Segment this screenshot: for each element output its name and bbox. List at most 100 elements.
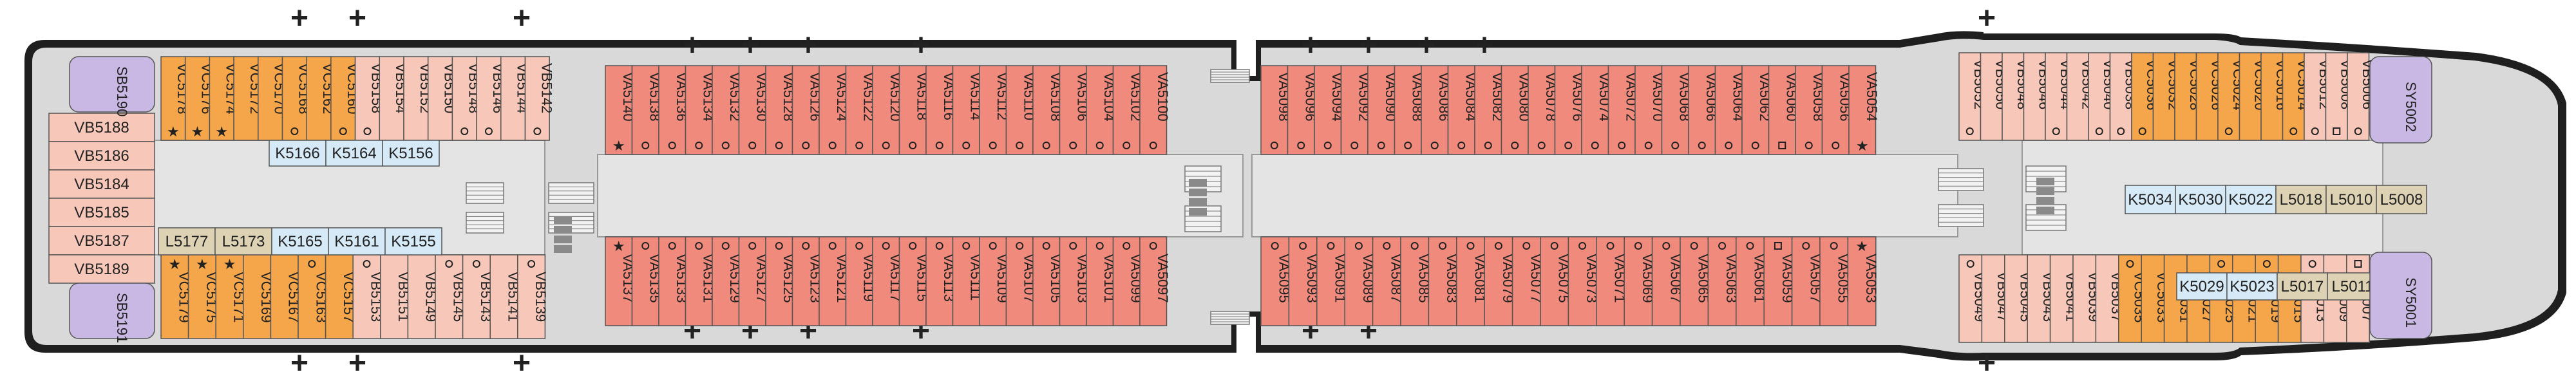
cabin[interactable]: VA5082 bbox=[1474, 65, 1506, 155]
cabin-box[interactable] bbox=[48, 141, 155, 171]
cabin[interactable]: VA5098 bbox=[1260, 65, 1292, 155]
cabin-box[interactable] bbox=[1086, 65, 1114, 155]
cabin[interactable]: VB5186 bbox=[48, 141, 155, 171]
cabin-box[interactable] bbox=[427, 56, 453, 141]
cabin-box[interactable] bbox=[845, 65, 873, 155]
cabin[interactable]: VB5040 bbox=[2088, 52, 2117, 141]
cabin-box[interactable] bbox=[605, 65, 633, 155]
cabin[interactable]: VA5075 bbox=[1540, 236, 1572, 326]
suite[interactable]: SY5001 bbox=[2369, 252, 2432, 339]
cabin[interactable]: VA5115 bbox=[898, 236, 931, 326]
cabin-box[interactable] bbox=[2049, 254, 2074, 343]
cabin-box[interactable] bbox=[2004, 254, 2028, 343]
cabin-box[interactable] bbox=[1260, 236, 1290, 326]
cabin-box[interactable] bbox=[1428, 236, 1457, 326]
cabin-box[interactable] bbox=[2027, 254, 2051, 343]
cabin[interactable]: VA5113 bbox=[925, 236, 957, 326]
cabin[interactable]: VA5134 bbox=[685, 65, 717, 155]
cabin-box[interactable] bbox=[524, 56, 550, 141]
cabin[interactable]: K5156 bbox=[382, 140, 440, 167]
cabin-box[interactable] bbox=[380, 254, 409, 339]
cabin[interactable]: VA5076 bbox=[1554, 65, 1586, 155]
cabin[interactable]: VC5024 bbox=[2217, 52, 2246, 141]
cabin-box[interactable] bbox=[1511, 236, 1541, 326]
cabin[interactable]: VA5117 bbox=[872, 236, 904, 326]
cabin[interactable]: VA5129 bbox=[712, 236, 743, 326]
cabin-box[interactable] bbox=[209, 56, 234, 141]
cabin[interactable]: VA5069 bbox=[1624, 236, 1656, 326]
cabin-box[interactable] bbox=[1791, 236, 1821, 326]
cabin-box[interactable] bbox=[184, 56, 211, 141]
cabin-box[interactable] bbox=[1484, 236, 1513, 326]
cabin[interactable]: VA5108 bbox=[1032, 65, 1064, 155]
cabin-box[interactable] bbox=[2045, 52, 2068, 141]
cabin-box[interactable] bbox=[685, 65, 713, 155]
cabin-box[interactable] bbox=[631, 236, 659, 326]
cabin[interactable]: VA5080 bbox=[1501, 65, 1533, 155]
cabin-box[interactable] bbox=[738, 236, 766, 326]
cabin[interactable]: VA5066 bbox=[1688, 65, 1719, 155]
cabin-box[interactable] bbox=[48, 226, 155, 255]
cabin-box[interactable] bbox=[2225, 185, 2277, 214]
cabin[interactable]: K5155 bbox=[384, 227, 442, 255]
cabin-box[interactable] bbox=[952, 236, 980, 326]
cabin-box[interactable] bbox=[187, 254, 216, 339]
cabin[interactable]: VA5136 bbox=[658, 65, 690, 155]
cabin-box[interactable] bbox=[952, 65, 980, 155]
cabin[interactable]: VA5130 bbox=[738, 65, 770, 155]
cabin-box[interactable] bbox=[2023, 52, 2046, 141]
cabin[interactable]: VA5140★ bbox=[605, 65, 636, 155]
cabin-box[interactable] bbox=[1372, 236, 1401, 326]
cabin[interactable]: L5173 bbox=[214, 227, 272, 255]
cabin[interactable]: L5008 bbox=[2376, 185, 2427, 214]
cabin-box[interactable] bbox=[1288, 236, 1318, 326]
cabin[interactable]: VA5116 bbox=[925, 65, 957, 155]
cabin-box[interactable] bbox=[1421, 65, 1449, 155]
cabin[interactable]: VA5101 bbox=[1086, 236, 1117, 326]
cabin-box[interactable] bbox=[403, 56, 429, 141]
cabin-box[interactable] bbox=[2217, 52, 2240, 141]
cabin-box[interactable] bbox=[1501, 65, 1529, 155]
cabin[interactable]: VA5124 bbox=[819, 65, 850, 155]
cabin-box[interactable] bbox=[1528, 65, 1556, 155]
cabin[interactable]: VA5088 bbox=[1394, 65, 1426, 155]
cabin-box[interactable] bbox=[1540, 236, 1569, 326]
cabin-box[interactable] bbox=[1474, 65, 1502, 155]
cabin-box[interactable] bbox=[2239, 52, 2262, 141]
cabin[interactable]: VB5139 bbox=[517, 254, 549, 339]
cabin-box[interactable] bbox=[243, 254, 272, 339]
cabin[interactable]: K5029 bbox=[2176, 272, 2228, 301]
cabin-box[interactable] bbox=[925, 236, 954, 326]
cabin-box[interactable] bbox=[2327, 272, 2378, 301]
cabin-box[interactable] bbox=[1980, 52, 2003, 141]
cabin-box[interactable] bbox=[1112, 65, 1141, 155]
cabin-box[interactable] bbox=[1958, 254, 1983, 343]
cabin-box[interactable] bbox=[1554, 65, 1582, 155]
cabin[interactable]: VA5067 bbox=[1651, 236, 1684, 326]
cabin[interactable]: VB5151 bbox=[380, 254, 412, 339]
cabin-box[interactable] bbox=[872, 236, 900, 326]
cabin-box[interactable] bbox=[791, 236, 820, 326]
cabin[interactable]: VA5091 bbox=[1316, 236, 1349, 326]
cabin-box[interactable] bbox=[2174, 52, 2197, 141]
cabin-box[interactable] bbox=[1680, 236, 1709, 326]
cabin[interactable]: VA5109 bbox=[979, 236, 1010, 326]
cabin[interactable]: VB5145 bbox=[435, 254, 466, 339]
cabin[interactable]: VA5058 bbox=[1795, 65, 1826, 155]
cabin-box[interactable] bbox=[215, 254, 244, 339]
cabin-box[interactable] bbox=[2109, 52, 2132, 141]
cabin[interactable]: L5010 bbox=[2325, 185, 2377, 214]
cabin[interactable]: VC5032 bbox=[2152, 52, 2182, 141]
cabin-box[interactable] bbox=[791, 65, 820, 155]
cabin[interactable]: VC5167 bbox=[270, 254, 302, 339]
cabin-box[interactable] bbox=[712, 236, 740, 326]
cabin[interactable]: VA5118 bbox=[898, 65, 931, 155]
suite-box[interactable] bbox=[2369, 252, 2432, 339]
cabin[interactable]: VA5053★ bbox=[1847, 236, 1879, 326]
cabin-box[interactable] bbox=[2277, 272, 2328, 301]
cabin[interactable]: VA5077 bbox=[1511, 236, 1544, 326]
cabin-box[interactable] bbox=[658, 236, 687, 326]
cabin-box[interactable] bbox=[1112, 236, 1141, 326]
cabin[interactable]: VA5062 bbox=[1741, 65, 1773, 155]
cabin-box[interactable] bbox=[898, 65, 927, 155]
